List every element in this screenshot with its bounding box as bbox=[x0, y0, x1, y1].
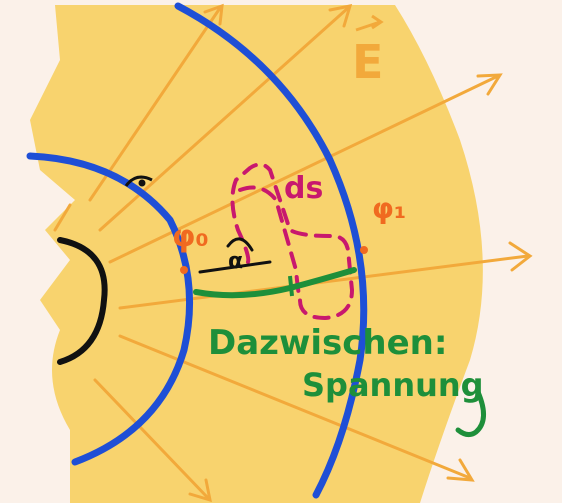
alpha-angle bbox=[198, 237, 272, 274]
arrowhead bbox=[188, 478, 212, 503]
charge-arc bbox=[57, 237, 108, 365]
arrowhead bbox=[476, 73, 503, 96]
arrowhead bbox=[508, 241, 533, 272]
field-region bbox=[30, 5, 483, 503]
field-vector-arrow bbox=[355, 14, 384, 32]
ds-label: ds bbox=[284, 171, 323, 206]
ds-path-tick bbox=[288, 275, 294, 297]
point-phi0 bbox=[180, 266, 188, 274]
equipotential-outer bbox=[174, 2, 368, 499]
equipotential-inner bbox=[26, 152, 194, 466]
arrowhead bbox=[328, 4, 353, 28]
voltage-underline-hook bbox=[455, 389, 486, 438]
arrowhead bbox=[446, 458, 475, 482]
between-label: Dazwischen: bbox=[208, 323, 447, 363]
field-label: E bbox=[352, 35, 383, 89]
phi1-label: φ₁ bbox=[372, 192, 406, 225]
field-line bbox=[53, 203, 72, 232]
field-line bbox=[88, 6, 222, 202]
right-angle-marker bbox=[124, 175, 153, 187]
phi0-label: φ₀ bbox=[172, 219, 209, 254]
alpha-label: α bbox=[228, 249, 243, 274]
field-line bbox=[93, 378, 210, 500]
voltage-label: Spannung bbox=[302, 366, 484, 404]
arrowhead bbox=[203, 3, 224, 26]
point-phi1 bbox=[360, 246, 368, 254]
